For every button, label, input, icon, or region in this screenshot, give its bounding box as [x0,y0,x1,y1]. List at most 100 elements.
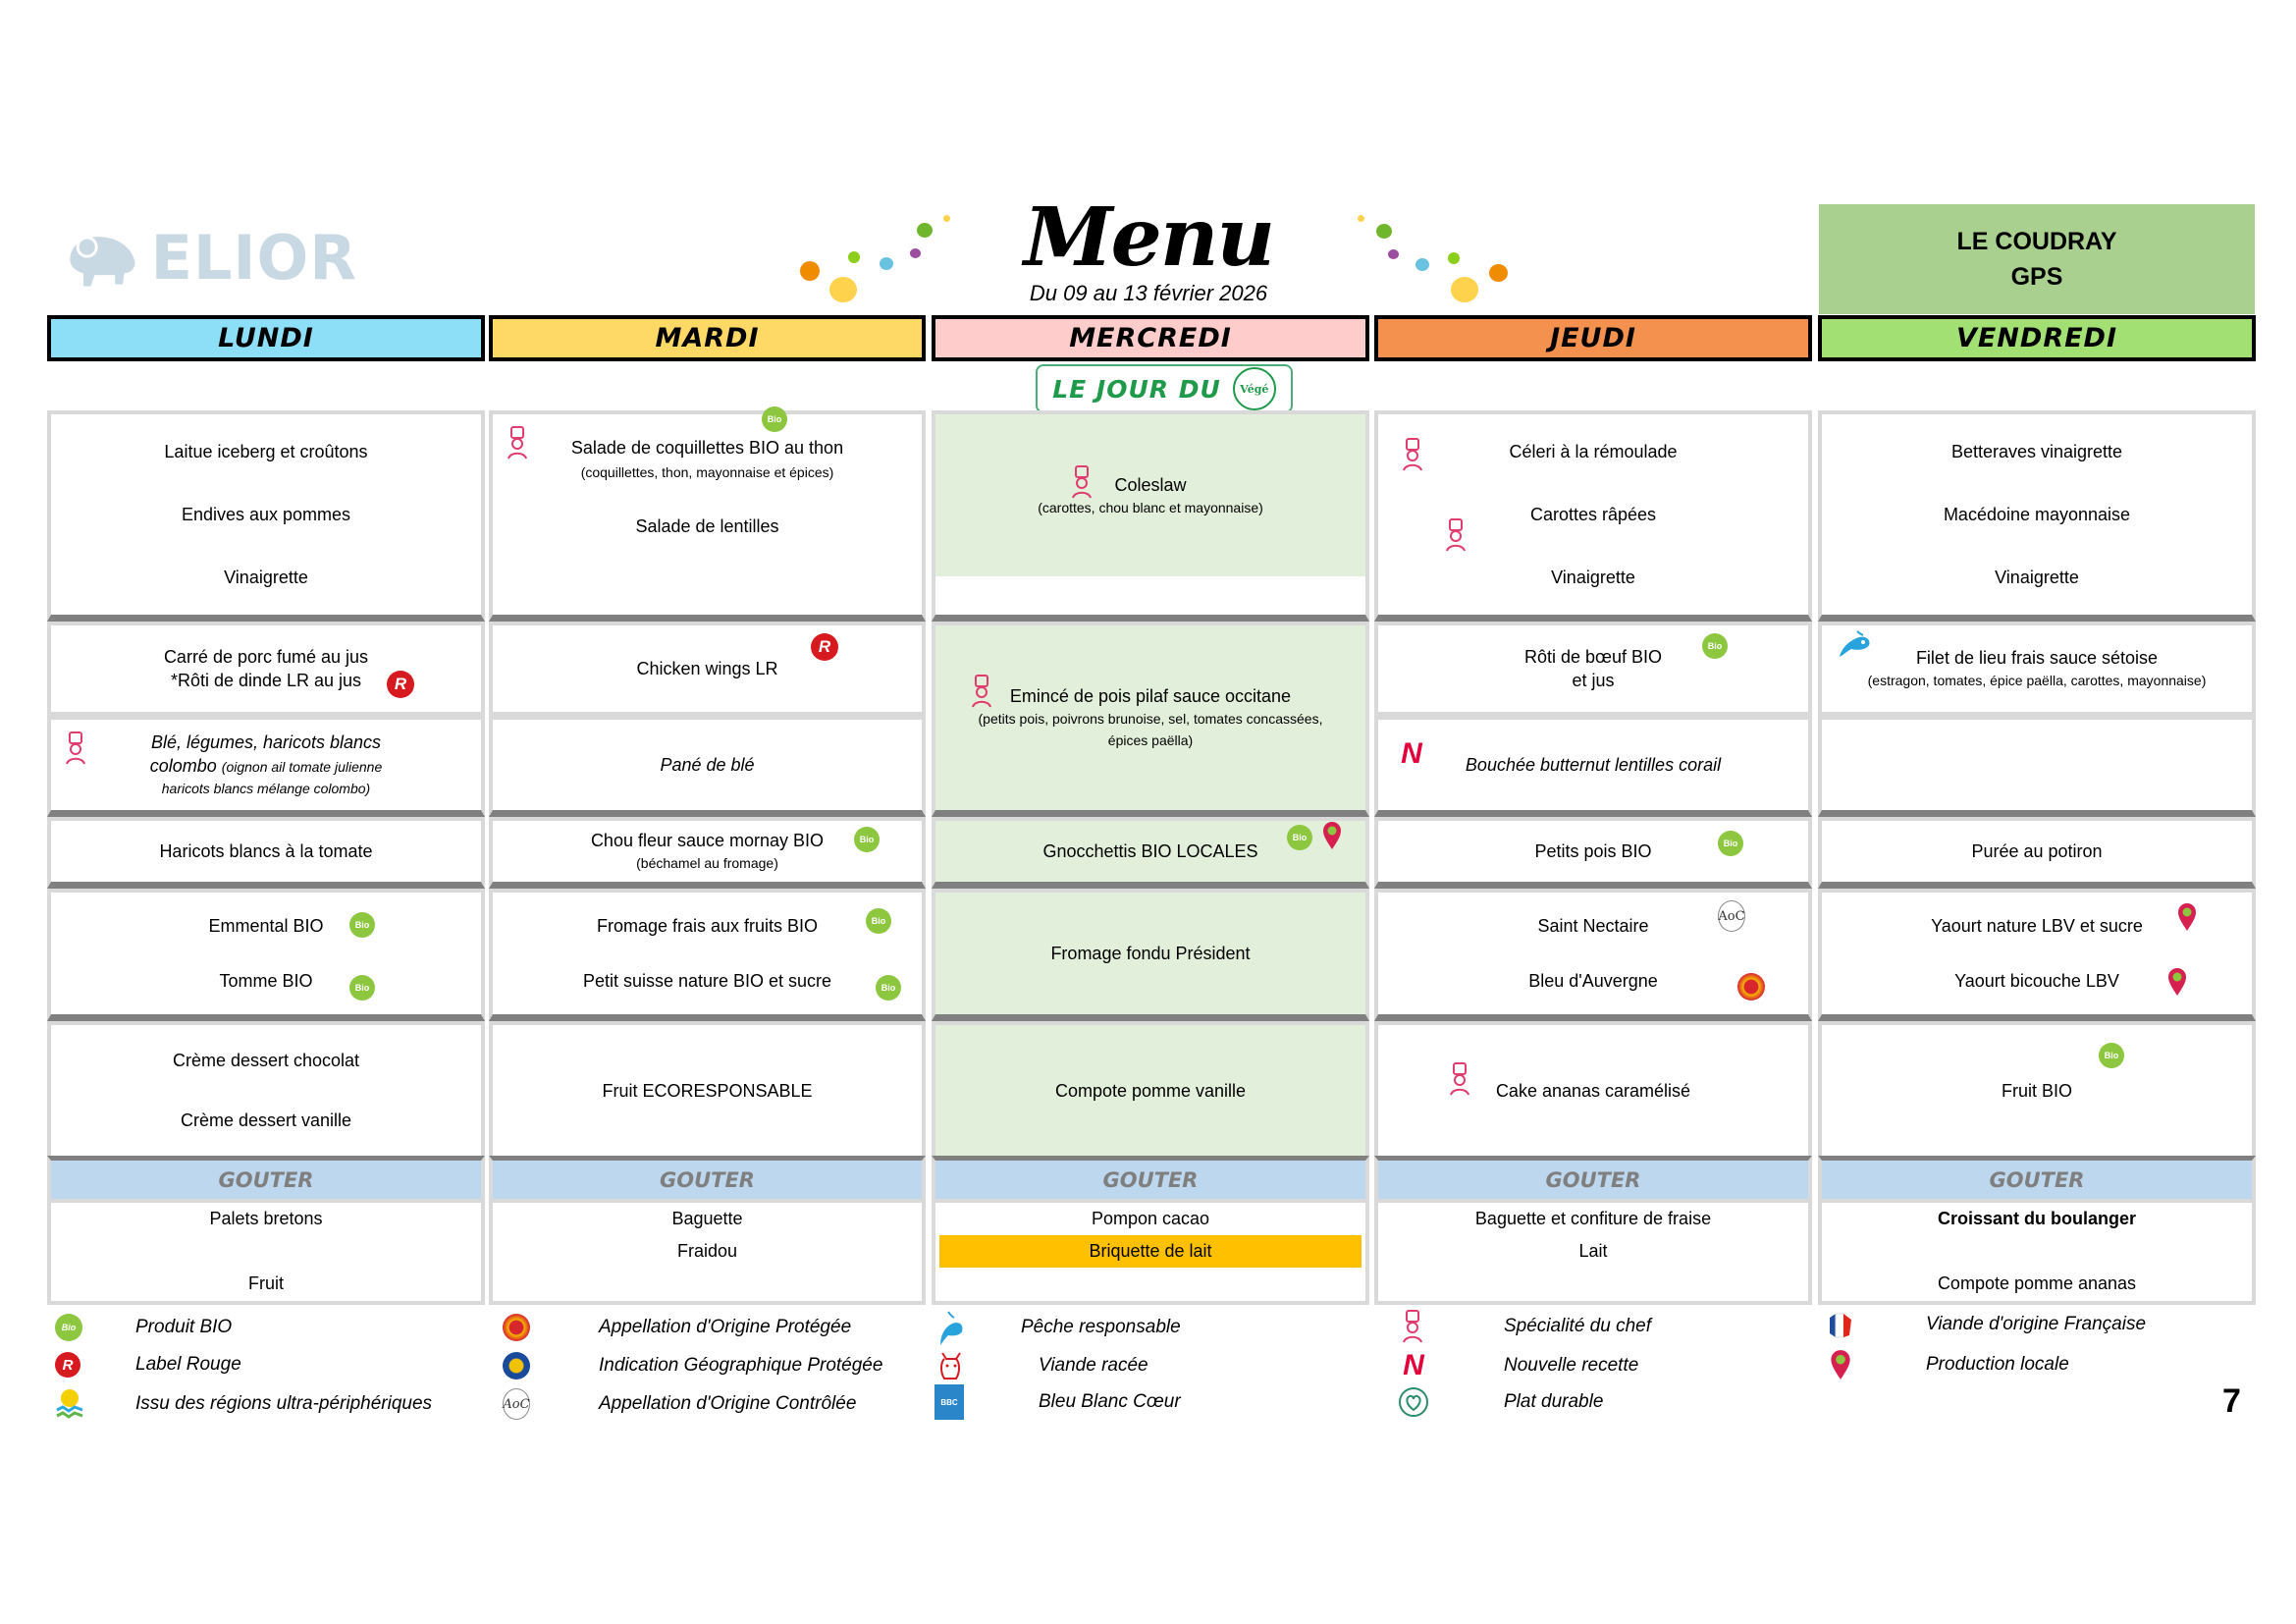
chef-icon [1072,465,1092,499]
bison-icon [70,236,135,287]
gouter-jeudi: Baguette et confiture de fraise Lait [1374,1203,1812,1305]
dot [829,277,857,302]
aoc-icon: AoC [1718,900,1745,932]
dish: Fromage frais aux fruits BIO [596,916,819,936]
chef-icon [1446,518,1466,552]
dish: Endives aux pommes [181,505,351,524]
mardi-plat: Chicken wings LR R [489,622,926,716]
gouter-header-vendredi: GOUTER [1818,1156,2256,1203]
snack [51,1235,481,1268]
site-name-box: LE COUDRAY GPS [1819,204,2255,314]
page-number: 7 [2222,1382,2241,1420]
snack: Compote pomme ananas [1937,1273,2137,1293]
vege-day-badge: LE JOUR DU Végé [1036,364,1293,413]
dish: Chou fleur sauce mornay BIO [590,831,825,850]
mardi-accompagnement: Chou fleur sauce mornay BIO (béchamel au… [489,817,926,889]
fish-icon [940,1311,963,1345]
mardi-dessert: Fruit ECORESPONSABLE [489,1021,926,1156]
mardi-entree: Salade de coquillettes BIO au thon (coqui… [489,406,926,622]
gouter-header-lundi: GOUTER [47,1156,485,1203]
mercredi-dessert: Compote pomme vanille [932,1021,1369,1156]
lundi-plat-vege: Blé, légumes, haricots blancs colombo (o… [47,716,485,817]
dish: Bouchée butternut lentilles corail [1465,755,1722,775]
legend-item: Spécialité du chef [1402,1310,1651,1343]
dot [1388,249,1399,259]
day-header-mercredi: MERCREDI [932,315,1369,361]
gouter-header-jeudi: GOUTER [1374,1156,1812,1203]
gouter-mercredi: Pompon cacao Briquette de lait [932,1203,1369,1305]
legend-label: Nouvelle recette [1504,1355,1639,1376]
dot [1358,215,1364,222]
snack [935,1268,1365,1300]
cow-icon [940,1352,961,1380]
sustainable-dish-icon [1399,1387,1428,1417]
dish: Salade de coquillettes BIO au thon [570,438,844,458]
vendredi-plat-vege [1818,716,2256,817]
legend-label: Appellation d'Origine Protégée [599,1317,852,1337]
day-header-mardi: MARDI [489,315,926,361]
brand-name: ELIOR [150,222,357,294]
dish: Emmental BIO [208,916,324,936]
legend-item: R Label Rouge [55,1352,241,1378]
dish: et jus [1572,671,1615,690]
dish: Cake ananas caramélisé [1495,1080,1691,1101]
lundi-entree: Laitue iceberg et croûtons Endives aux p… [47,410,485,622]
page-title: Menu [1023,190,1275,285]
bio-icon: Bio [762,406,787,432]
bio-icon: Bio [2099,1043,2124,1068]
dish: Blé, légumes, haricots blancs [150,732,382,752]
gouter-header-mardi: GOUTER [489,1156,926,1203]
legend-item: Indication Géographique Protégée [503,1352,882,1380]
dish-detail: haricots blancs mélange colombo) [161,781,371,796]
dish: Laitue iceberg et croûtons [164,442,368,461]
menu-title-block: Menu Du 09 au 13 février 2026 [962,196,1335,306]
dot [917,223,933,238]
label-rouge-icon: R [55,1352,80,1378]
chef-icon [66,731,85,765]
igp-icon [503,1352,530,1380]
dot [1451,277,1478,302]
dish-detail: (coquillettes, thon, mayonnaise et épice… [580,464,834,480]
day-header-vendredi: VENDREDI [1818,315,2256,361]
france-icon [1830,1313,1851,1338]
snack [493,1268,922,1300]
rup-icon [56,1389,83,1419]
vendredi-dessert: Fruit BIO Bio [1818,1021,2256,1156]
label-rouge-icon: R [811,633,838,661]
dish: Compote pomme vanille [1054,1080,1247,1101]
snack: Fruit [248,1273,284,1293]
dish: Carré de porc fumé au jus [163,647,369,667]
jeudi-entree: Céleri à la rémoulade Carottes râpées Vi… [1374,410,1812,622]
dish: Carottes râpées [1529,505,1657,524]
dot [800,261,820,281]
lundi-plat: Carré de porc fumé au jus *Rôti de dinde… [47,622,485,716]
legend-label: Label Rouge [135,1354,241,1375]
legend-item: Appellation d'Origine Protégée [503,1314,851,1341]
snack: Lait [1578,1241,1608,1261]
aop-icon [1737,973,1765,1001]
dish-detail: (béchamel au fromage) [636,855,778,871]
bio-icon: Bio [1702,633,1728,659]
snack: Palets bretons [209,1209,323,1228]
bleu-blanc-coeur-icon: BBC [934,1384,964,1420]
dish: Fromage fondu Président [1050,944,1251,963]
site-name: LE COUDRAY [1956,228,2117,255]
legend-item: BBC Bleu Blanc Cœur [934,1384,1181,1420]
day-header-lundi: LUNDI [47,315,485,361]
vendredi-fromage: Yaourt nature LBV et sucre Yaourt bicouc… [1818,889,2256,1021]
jeudi-plat-vege: Bouchée butternut lentilles corail N [1374,716,1812,817]
dot [910,248,921,258]
dot [1448,252,1460,264]
mercredi-fromage: Fromage fondu Président [932,889,1369,1021]
new-recipe-icon: N [1403,1349,1424,1381]
label-rouge-icon: R [387,671,414,698]
dish: Vinaigrette [1551,568,1635,587]
dish: Emincé de pois pilaf sauce occitane [1009,686,1292,706]
legend-label: Viande racée [1039,1355,1148,1376]
dish: Petit suisse nature BIO et sucre [582,971,832,991]
legend-label: Indication Géographique Protégée [599,1355,883,1376]
site-code: GPS [2010,263,2063,291]
legend-item: Pêche responsable [934,1308,1181,1347]
bio-icon: Bio [55,1314,82,1341]
snack [1378,1268,1808,1300]
